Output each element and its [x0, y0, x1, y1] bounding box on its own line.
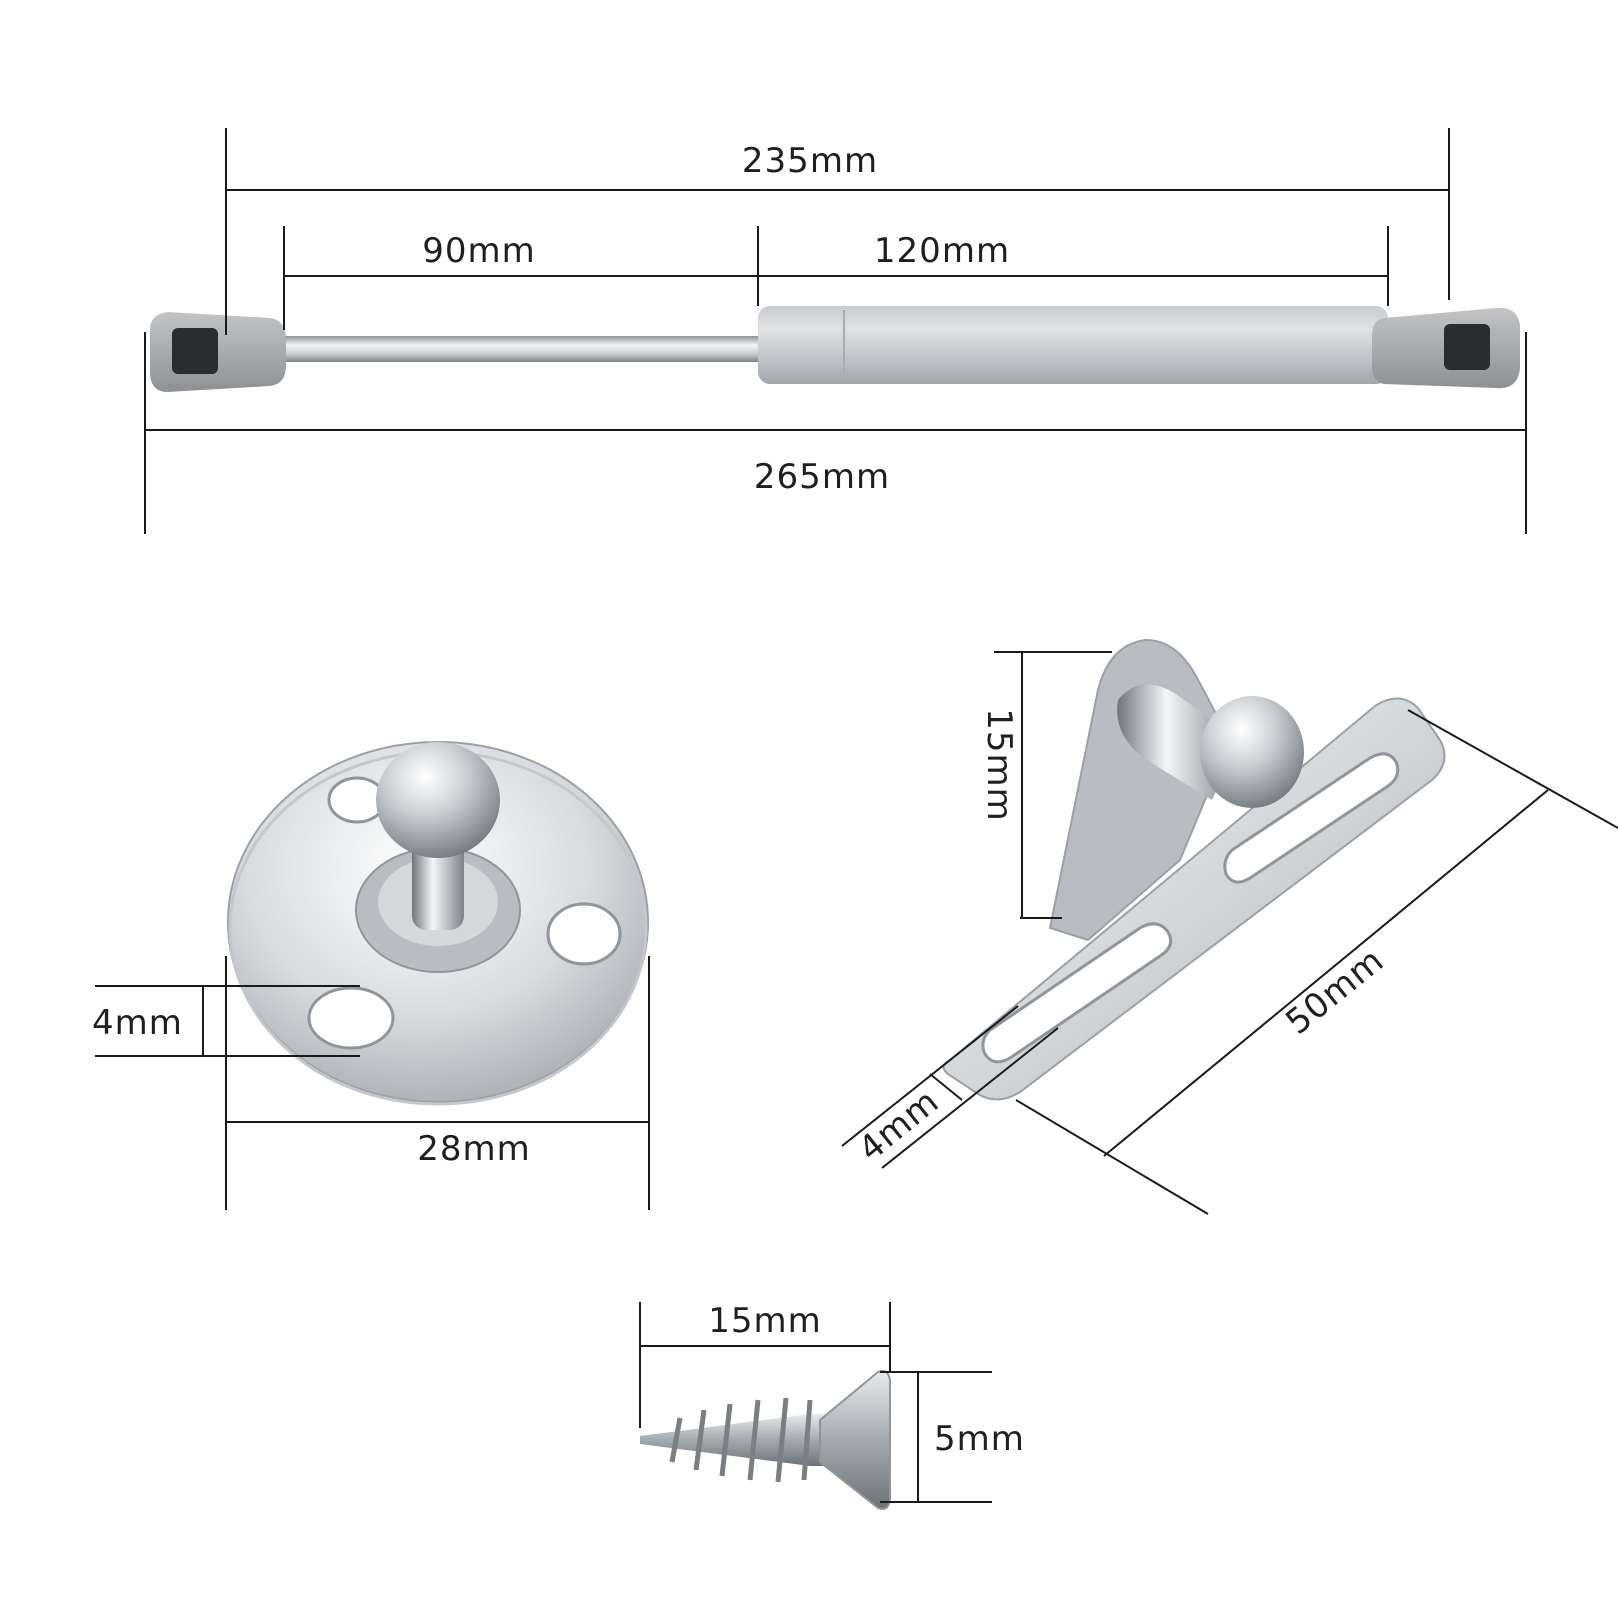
screw-head: [819, 1370, 891, 1510]
round-mounting-bracket: 4mm 28mm: [92, 741, 650, 1210]
ball-stud-head: [376, 742, 500, 858]
dim-label-4mm-hole: 4mm: [92, 1003, 183, 1043]
screw-threads: [669, 1397, 813, 1483]
dim-label-screw-5mm: 5mm: [934, 1419, 1025, 1459]
right-socket: [1444, 324, 1490, 370]
dim-label-4mm-slot: 4mm: [851, 1081, 947, 1169]
dim-label-15mm: 15mm: [979, 708, 1019, 822]
dim-label-screw-15mm: 15mm: [708, 1301, 822, 1341]
angle-mounting-bracket: 15mm 50mm 4mm: [841, 638, 1618, 1215]
dim-label-50mm: 50mm: [1278, 940, 1391, 1043]
bracket-slot: [1223, 752, 1400, 884]
dim-line-4mm-slot: [929, 1073, 963, 1101]
dim-label-28mm: 28mm: [417, 1129, 531, 1169]
left-end-fitting: [150, 312, 286, 392]
bracket-slot: [981, 922, 1173, 1064]
left-socket: [172, 328, 218, 374]
screw-shank: [640, 1414, 826, 1466]
bracket-hole: [307, 986, 395, 1050]
dim-label-120: 120mm: [874, 231, 1010, 271]
dim-label-265: 265mm: [754, 457, 890, 497]
mounting-screw: 15mm 5mm: [639, 1301, 1025, 1510]
bracket-hole: [546, 902, 622, 966]
dim-label-90: 90mm: [422, 231, 536, 271]
dim-label-235: 235mm: [742, 141, 878, 181]
gas-strut: 235mm 90mm 120mm 265mm: [144, 128, 1527, 534]
angle-stud-ball: [1200, 696, 1304, 808]
strut-rod: [268, 336, 768, 362]
dim-line-50mm: [1103, 789, 1549, 1157]
strut-cylinder: [758, 306, 1388, 384]
right-end-fitting: [1372, 307, 1520, 389]
